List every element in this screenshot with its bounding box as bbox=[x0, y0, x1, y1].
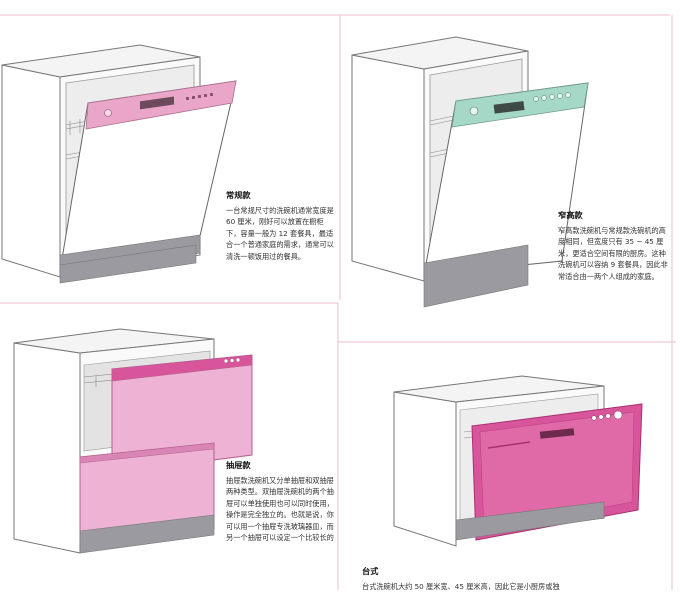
narrow-title: 窄高款 bbox=[558, 210, 670, 222]
regular-dishwasher-illustration bbox=[0, 25, 260, 295]
drawer-body: 抽屉款洗碗机又分单抽屉和双抽屉两种类型。双抽屉洗碗机的两个抽屉可以单独使用也可以… bbox=[226, 475, 334, 544]
drawer-title: 抽屉款 bbox=[226, 460, 334, 472]
regular-caption: 常规款 一台常规尺寸的洗碗机通常宽度是 60 厘米，刚好可以放置在橱柜下，容量一… bbox=[226, 190, 334, 262]
drawer-caption: 抽屉款 抽屉款洗碗机又分单抽屉和双抽屉两种类型。双抽屉洗碗机的两个抽屉可以单独使… bbox=[226, 460, 334, 544]
drawer-dishwasher-illustration bbox=[0, 325, 260, 565]
regular-body: 一台常规尺寸的洗碗机通常宽度是 60 厘米，刚好可以放置在橱柜下，容量一般为 1… bbox=[226, 205, 334, 263]
regular-title: 常规款 bbox=[226, 190, 334, 202]
countertop-title: 台式 bbox=[362, 566, 662, 578]
narrow-caption: 窄高款 窄高款洗碗机与常规款洗碗机的高度相同，但宽度只有 35 ~ 45 厘米，… bbox=[558, 210, 670, 282]
countertop-body: 台式洗碗机大约 50 厘米宽、45 厘米高，因此它是小厨房或独 bbox=[362, 581, 662, 592]
countertop-caption: 台式 台式洗碗机大约 50 厘米宽、45 厘米高，因此它是小厨房或独 bbox=[362, 566, 662, 592]
narrow-body: 窄高款洗碗机与常规款洗碗机的高度相同，但宽度只有 35 ~ 45 厘米，更适合空… bbox=[558, 225, 670, 283]
countertop-dishwasher-illustration bbox=[380, 370, 670, 570]
